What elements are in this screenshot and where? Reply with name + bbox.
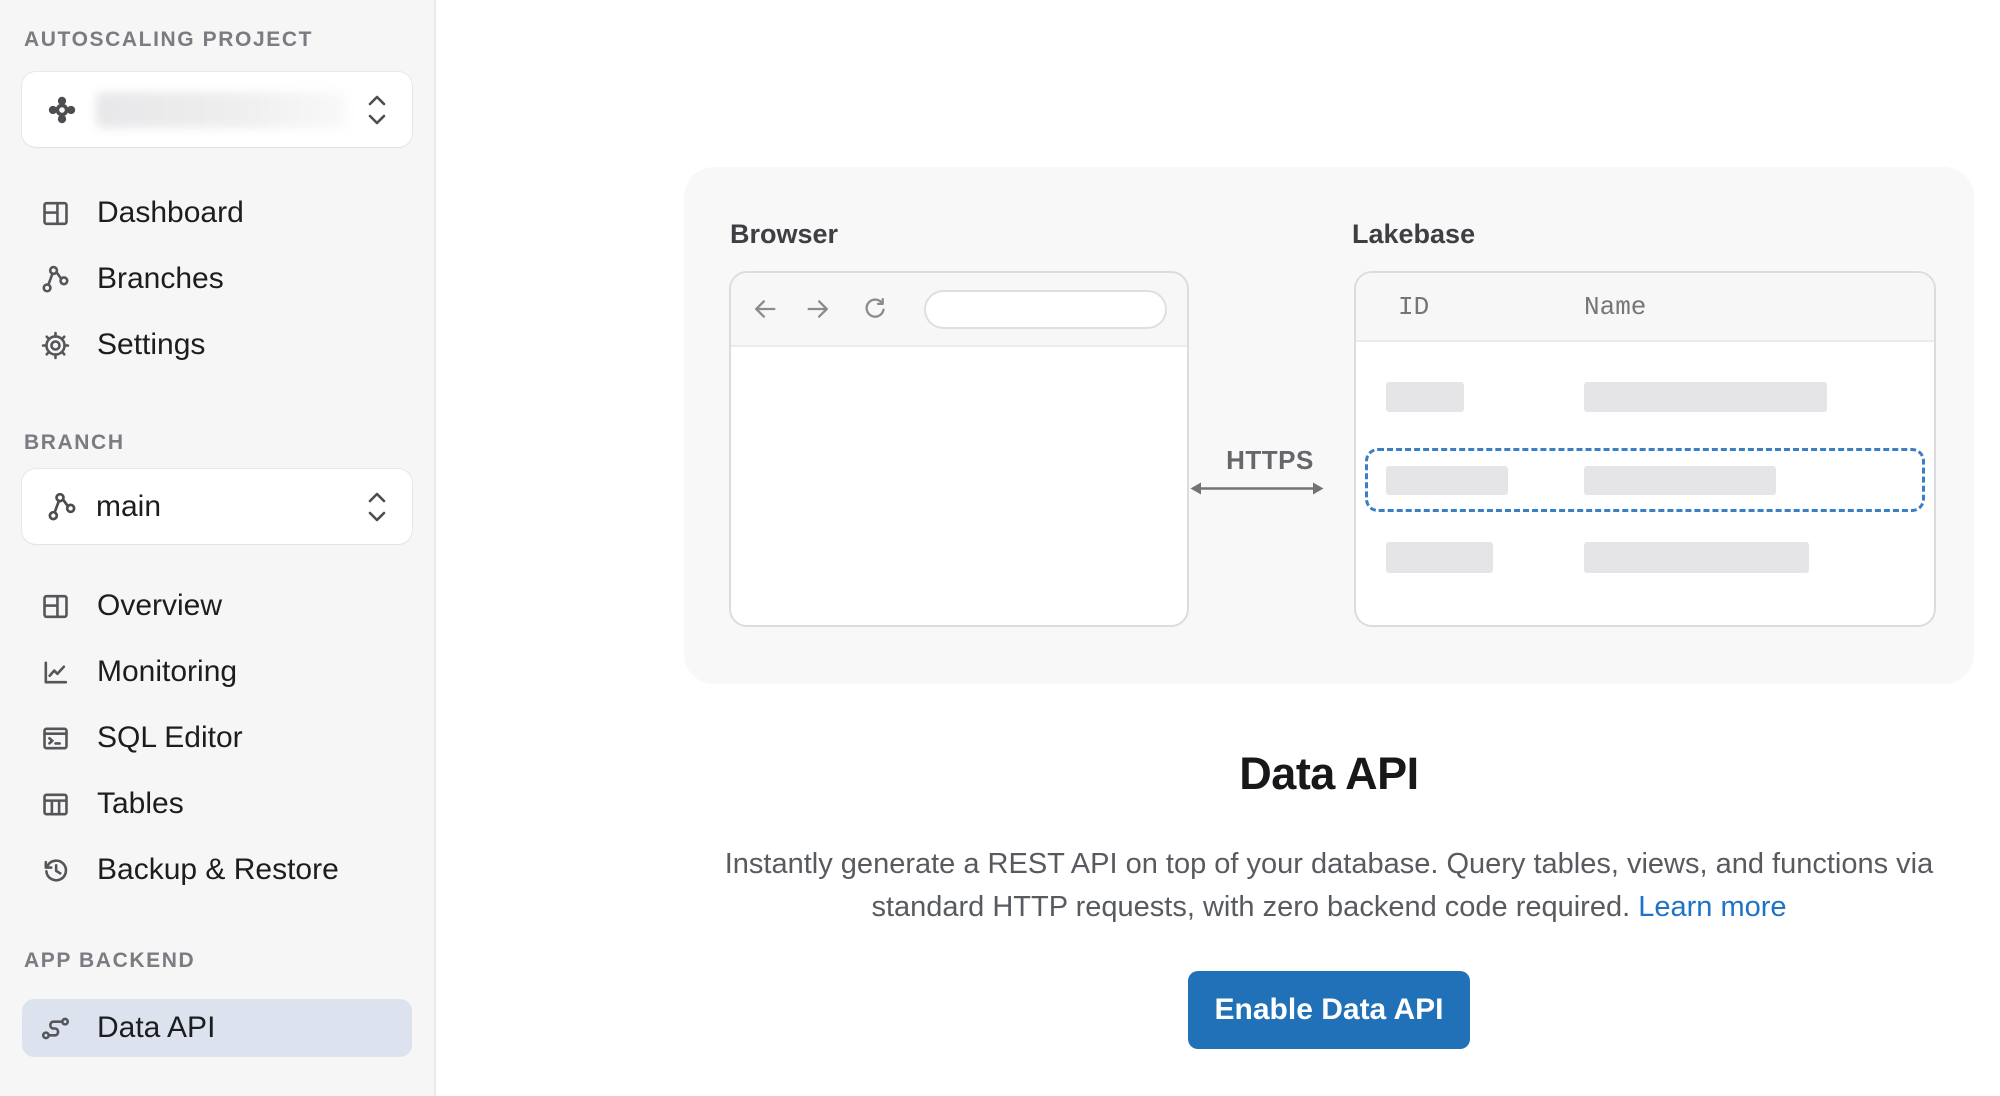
skeleton-cell (1584, 466, 1776, 495)
forward-arrow-icon (804, 295, 832, 323)
spacer (22, 378, 412, 431)
app-backend-section-label: APP BACKEND (24, 949, 196, 972)
branch-selector[interactable]: main (22, 469, 412, 544)
sidebar-item-label: SQL Editor (97, 721, 243, 754)
description-line-1: Instantly generate a REST API on top of … (724, 848, 1934, 880)
terminal-window-icon (40, 723, 71, 754)
spacer (22, 903, 412, 949)
sidebar-item-label: Tables (97, 787, 184, 820)
sidebar-item-data-api[interactable]: Data API (22, 999, 412, 1057)
skeleton-cell (1386, 466, 1508, 495)
sidebar-item-branches[interactable]: Branches (22, 246, 412, 312)
overview-icon (40, 591, 71, 622)
browser-mock-label: Browser (730, 219, 839, 249)
sidebar-item-overview[interactable]: Overview (22, 573, 412, 639)
sidebar-item-tables[interactable]: Tables (22, 771, 412, 837)
project-section-label: AUTOSCALING PROJECT (24, 28, 314, 51)
browser-toolbar (731, 273, 1187, 347)
url-bar (924, 289, 1167, 329)
branch-selector-value: main (96, 489, 162, 523)
sidebar-item-label: Data API (97, 1011, 216, 1044)
column-header-id: ID (1398, 291, 1430, 322)
table-header: ID Name (1356, 273, 1934, 342)
sidebar-item-settings[interactable]: Settings (22, 312, 412, 378)
lakebase-table-mockup: ID Name (1354, 271, 1936, 627)
https-connector: HTTPS (1189, 445, 1351, 497)
skeleton-cell (1584, 382, 1827, 412)
project-name-redacted (96, 91, 346, 128)
line-chart-icon (40, 657, 71, 688)
chevron-up-down-icon (362, 488, 392, 526)
skeleton-cell (1584, 542, 1809, 573)
branch-icon (46, 491, 78, 523)
sidebar: AUTOSCALING PROJECT (0, 0, 436, 1096)
table-icon (40, 789, 71, 820)
https-label: HTTPS (1226, 445, 1314, 475)
history-clock-icon (40, 855, 71, 886)
sidebar-item-label: Backup & Restore (97, 853, 339, 886)
double-arrow-icon (1190, 482, 1324, 495)
page-description: Instantly generate a REST API on top of … (684, 843, 1974, 929)
sidebar-item-label: Settings (97, 328, 206, 361)
illustration-card: Browser Lakebase (684, 167, 1974, 684)
sidebar-item-sql-editor[interactable]: SQL Editor (22, 705, 412, 771)
sidebar-item-label: Branches (97, 262, 224, 295)
learn-more-link[interactable]: Learn more (1638, 891, 1787, 923)
skeleton-cell (1386, 382, 1464, 412)
branch-nav: Overview Monitoring (22, 573, 412, 903)
gear-icon (40, 330, 71, 361)
branches-icon (40, 264, 71, 295)
column-header-name: Name (1584, 291, 1647, 322)
sidebar-item-label: Dashboard (97, 196, 244, 229)
description-line-2: standard HTTP requests, with zero backen… (871, 891, 1631, 923)
chevron-up-down-icon (362, 91, 392, 129)
sidebar-item-backup-restore[interactable]: Backup & Restore (22, 837, 412, 903)
back-arrow-icon (751, 295, 779, 323)
project-selector[interactable] (22, 72, 412, 147)
page-title: Data API (1239, 748, 1419, 799)
lakebase-mock-label: Lakebase (1352, 219, 1476, 249)
sidebar-item-label: Monitoring (97, 655, 238, 688)
sidebar-item-monitoring[interactable]: Monitoring (22, 639, 412, 705)
project-nav: Dashboard Branches (22, 180, 412, 378)
backend-nav: Data API (22, 999, 412, 1057)
sidebar-item-dashboard[interactable]: Dashboard (22, 180, 412, 246)
dashboard-icon (40, 198, 71, 229)
content-column: Browser Lakebase (684, 167, 1974, 1049)
route-icon (40, 1013, 71, 1044)
main-content: Browser Lakebase (436, 0, 2000, 1096)
enable-data-api-button[interactable]: Enable Data API (1188, 971, 1470, 1049)
selected-row-dashed-outline (1365, 448, 1925, 512)
sidebar-item-label: Overview (97, 589, 223, 622)
reload-icon (861, 295, 889, 323)
branch-section-label: BRANCH (24, 431, 125, 454)
skeleton-cell (1386, 542, 1493, 573)
project-icon (46, 94, 78, 126)
browser-mockup (729, 271, 1189, 627)
